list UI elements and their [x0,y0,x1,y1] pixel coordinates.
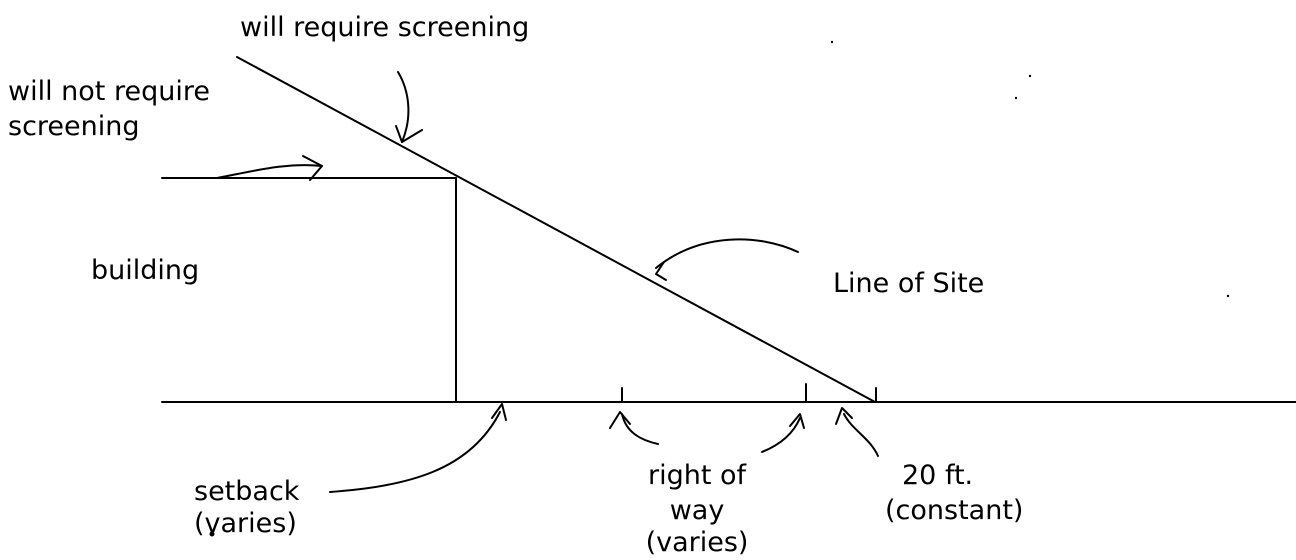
will-not-require-label-line2: screening [8,111,140,142]
twenty-ft-label-line1: 20 ft. [902,460,974,491]
will-not-require-arrow [216,155,323,181]
speck-dot [1226,294,1230,298]
right-of-way-start-arrow [609,411,659,445]
speck-dot [1028,74,1032,78]
will-not-require-label-line1: will not require [8,76,210,107]
speck-dot [209,531,215,537]
line-of-site-label: Line of Site [833,268,985,299]
right-of-way-label-line1: right of [647,460,747,491]
setback-label-line2: (varies) [194,508,297,539]
setback-label-line1: setback [194,476,300,507]
line-of-site [236,56,876,403]
setback-arrow [329,403,507,493]
twenty-ft-arrow [835,407,879,457]
right-of-way-label-line3: (varies) [645,527,749,558]
right-of-way-end-arrow [761,413,805,453]
twenty-ft-label-line2: (constant) [885,495,1024,526]
line-of-site-arrow [655,238,799,281]
right-of-way-label-line2: way [669,495,725,526]
speck-dot [830,40,834,44]
will-require-screening-label: will require screening [240,12,530,43]
speck-dot [1014,96,1018,100]
will-require-arrow [395,71,423,143]
building-label: building [91,255,200,286]
